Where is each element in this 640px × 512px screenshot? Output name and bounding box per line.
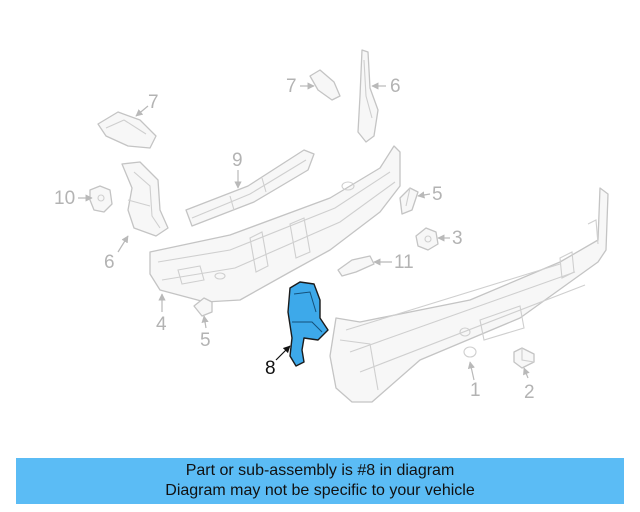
part-2-bracket[interactable] — [513, 347, 535, 369]
callout-4: 4 — [156, 314, 167, 335]
part-6-extension-right[interactable] — [357, 49, 379, 143]
callout-3: 3 — [452, 228, 463, 249]
info-banner: Part or sub-assembly is #8 in diagram Di… — [16, 458, 624, 504]
banner-line-2: Diagram may not be specific to your vehi… — [165, 482, 475, 499]
callout-labels: 1 2 3 4 5 5 6 6 7 7 9 10 11 8 — [54, 76, 535, 403]
banner-line-1: Part or sub-assembly is #8 in diagram — [185, 462, 455, 479]
part-5-bracket-left[interactable] — [193, 297, 213, 317]
part-4-back-panel[interactable] — [149, 145, 401, 303]
part-6-extension-left[interactable] — [121, 161, 169, 237]
part-9-reinforcement[interactable] — [185, 149, 315, 227]
part-5-bracket-right[interactable] — [399, 187, 419, 215]
callout-10: 10 — [54, 188, 75, 209]
callout-6-left: 6 — [104, 252, 115, 273]
part-7-cap-right[interactable] — [309, 69, 341, 101]
callout-2: 2 — [524, 382, 535, 403]
callout-1: 1 — [470, 380, 481, 401]
callout-6-right: 6 — [390, 76, 401, 97]
callout-7-right: 7 — [286, 76, 297, 97]
callout-7-left: 7 — [148, 92, 159, 113]
callout-5-right: 5 — [432, 184, 443, 205]
part-7-cap-left[interactable] — [97, 111, 157, 149]
parts-diagram: 1 2 3 4 5 5 6 6 7 7 9 10 11 8 — [54, 49, 609, 403]
callout-5-left: 5 — [200, 330, 211, 351]
part-11-bracket[interactable] — [337, 255, 375, 277]
callout-8: 8 — [265, 358, 276, 379]
callout-9: 9 — [232, 150, 243, 171]
part-3-clip[interactable] — [415, 227, 439, 251]
part-1-rear-panel[interactable] — [329, 187, 609, 403]
part-10-clip[interactable] — [89, 185, 113, 213]
leader-lines — [78, 82, 530, 381]
callout-11: 11 — [394, 252, 414, 273]
part-8-highlighted[interactable] — [287, 281, 329, 367]
